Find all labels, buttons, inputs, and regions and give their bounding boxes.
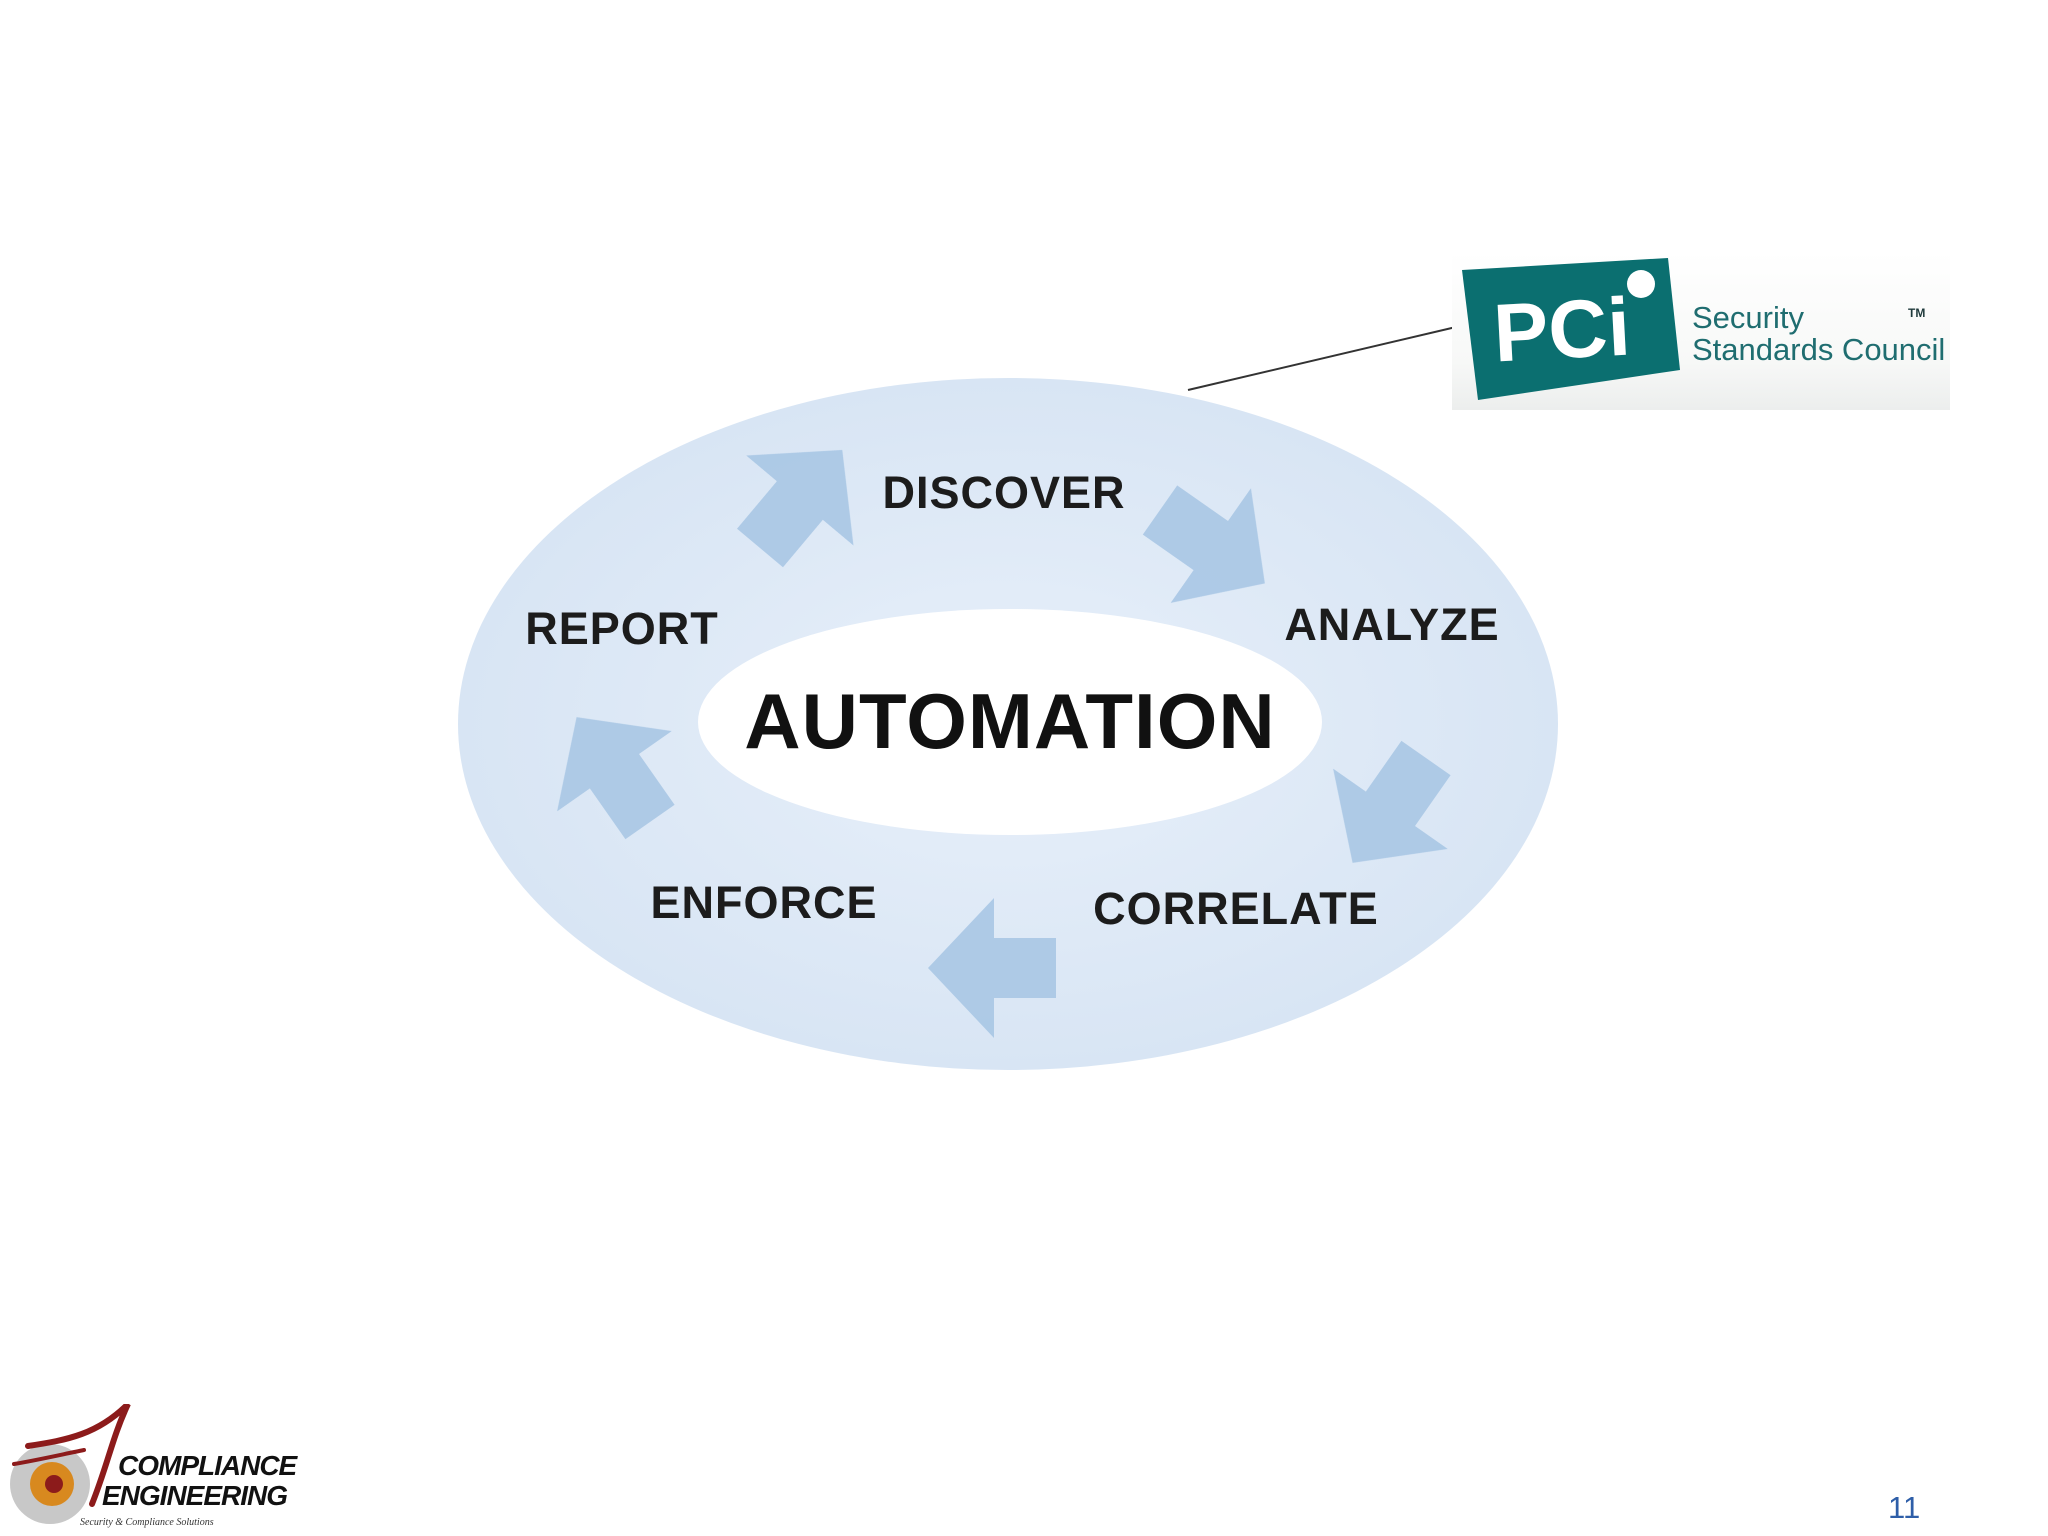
page-number: 11 bbox=[1888, 1490, 1921, 1525]
stage-label-correlate: CORRELATE bbox=[1093, 883, 1379, 934]
logo-eye-pupil bbox=[45, 1475, 63, 1493]
stage-label-analyze: ANALYZE bbox=[1284, 599, 1499, 650]
center-label-automation: AUTOMATION bbox=[744, 677, 1275, 765]
arrow-report-to-discover bbox=[737, 449, 854, 568]
pci-council-logo: PCi Security Standards Council TM bbox=[1452, 252, 1950, 410]
logo-swoosh-icon bbox=[25, 1404, 131, 1507]
arrow-discover-to-analyze bbox=[1142, 485, 1265, 603]
pci-mark-text: PCi bbox=[1491, 281, 1632, 379]
arrow-enforce-to-report bbox=[557, 717, 675, 840]
pci-text-security: Security bbox=[1692, 300, 1804, 335]
pci-trademark: TM bbox=[1908, 306, 1926, 320]
logo-tagline: Security & Compliance Solutions bbox=[80, 1517, 214, 1528]
arrow-correlate-to-enforce bbox=[928, 898, 1056, 1038]
logo-text-engineering: ENGINEERING bbox=[102, 1480, 288, 1511]
pci-text-standards-council: Standards Council bbox=[1692, 332, 1946, 367]
stage-label-report: REPORT bbox=[525, 603, 719, 654]
compliance-engineering-logo: COMPLIANCE ENGINEERING Security & Compli… bbox=[8, 1404, 297, 1532]
stage-label-enforce: ENFORCE bbox=[650, 877, 877, 928]
logo-swoosh-secondary-icon bbox=[12, 1448, 86, 1466]
pci-mark-parallelogram bbox=[1462, 258, 1680, 400]
pci-dot-icon bbox=[1627, 270, 1655, 298]
inner-ellipse bbox=[698, 609, 1322, 835]
logo-text-compliance: COMPLIANCE bbox=[118, 1450, 297, 1481]
connector-line bbox=[1187, 326, 1457, 391]
stage-label-discover: DISCOVER bbox=[882, 467, 1125, 518]
arrow-analyze-to-correlate bbox=[1333, 740, 1451, 863]
